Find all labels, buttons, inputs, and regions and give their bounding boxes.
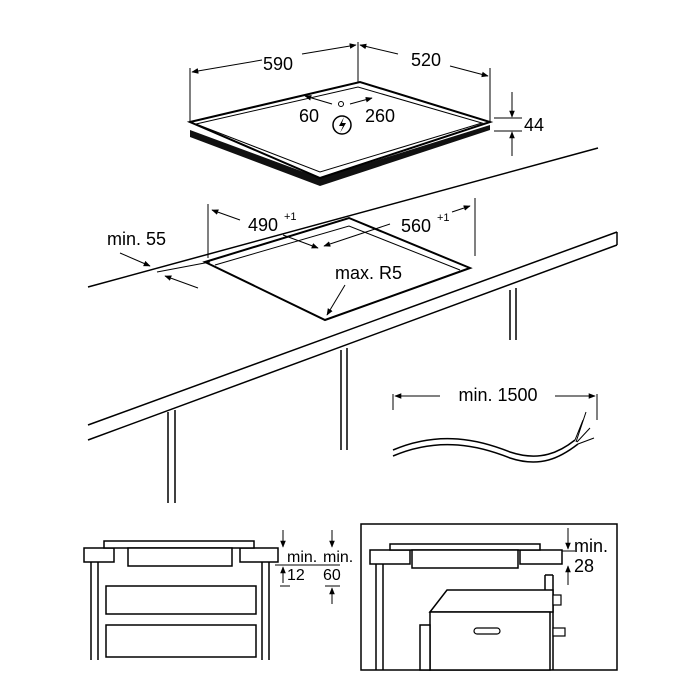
section-view-left xyxy=(83,530,340,660)
worktop-cutout xyxy=(202,216,473,322)
min-gap-b-value: 60 xyxy=(323,567,341,584)
min-gap-a-value: 12 xyxy=(287,567,305,584)
cutout-depth-tolerance: +1 xyxy=(437,212,450,224)
min-clearance-value: 28 xyxy=(574,556,594,576)
cutout-width-label: 490 xyxy=(248,215,278,235)
power-connection-icon xyxy=(332,115,352,135)
cable-right-offset-label: 260 xyxy=(365,106,395,126)
cutout-width-tolerance: +1 xyxy=(284,211,297,223)
cable-length-label: min. 1500 xyxy=(458,385,537,405)
front-edge-distance-label: min. 55 xyxy=(107,229,166,249)
min-gap-b-label: min. xyxy=(323,549,353,566)
cable-left-offset-label: 60 xyxy=(299,106,319,126)
cutout-depth-label: 560 xyxy=(401,216,431,236)
cutout-dimensions xyxy=(119,198,476,316)
hob-dimensions xyxy=(189,42,522,156)
min-clearance-label: min. xyxy=(574,536,608,556)
worktop xyxy=(87,147,618,503)
hob-depth-label: 520 xyxy=(411,50,441,70)
hob-width-label: 590 xyxy=(263,54,293,74)
cutout-radius-label: max. R5 xyxy=(335,263,402,283)
min-gap-a-label: min. xyxy=(287,549,317,566)
hob-height-label: 44 xyxy=(524,115,544,135)
power-cable xyxy=(392,393,598,463)
section-view-right xyxy=(360,523,618,671)
